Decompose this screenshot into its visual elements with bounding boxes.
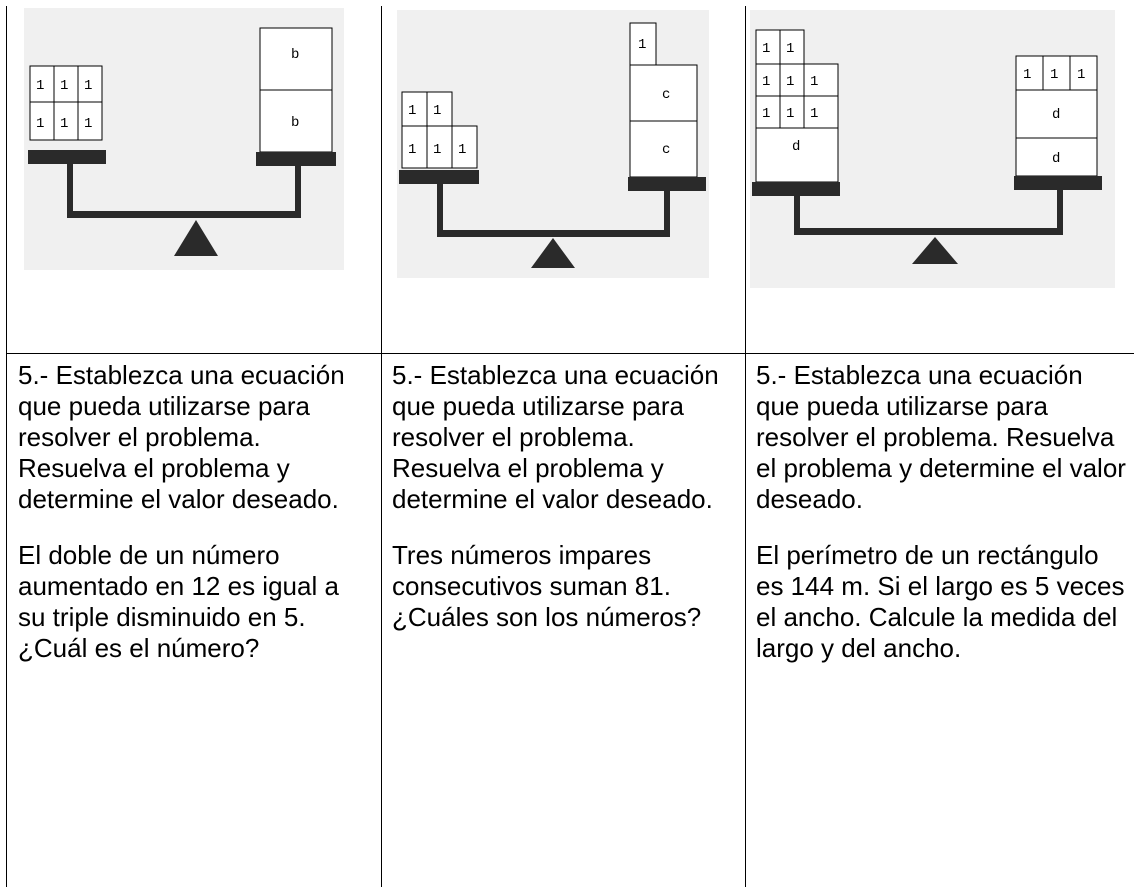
block-label: 1 (810, 74, 818, 90)
instruction-text: 5.- Establezca una ecuación que pueda ut… (392, 360, 719, 514)
right-blocks-1: b b (259, 27, 333, 153)
right-blocks-2: 1 c c (629, 22, 698, 178)
block-label: b (291, 115, 299, 131)
instruction-text: 5.- Establezca una ecuación que pueda ut… (18, 360, 345, 514)
block-label: 1 (84, 116, 92, 132)
table-divider-1 (381, 6, 382, 887)
block-label: 1 (408, 142, 416, 158)
block-label: 1 (810, 106, 818, 122)
block-label: 1 (1050, 67, 1058, 83)
block-label: 1 (786, 74, 794, 90)
block-label: 1 (762, 106, 770, 122)
left-blocks-1: 1 1 1 1 1 1 (29, 65, 103, 141)
block-label: 1 (433, 103, 441, 119)
balance-scale-figure-1: 1 1 1 1 1 1 b b (24, 8, 344, 270)
block-label: 1 (762, 41, 770, 57)
block-label: 1 (433, 142, 441, 158)
table-divider-2 (745, 6, 746, 887)
block-label: 1 (638, 37, 646, 53)
exercise-cell-2: 5.- Establezca una ecuación que pueda ut… (392, 360, 737, 658)
block-label: c (662, 142, 670, 158)
block-label: 1 (458, 142, 466, 158)
block-label: 1 (60, 116, 68, 132)
block-label: 1 (408, 103, 416, 119)
block-label: b (291, 47, 299, 63)
block-label: d (792, 139, 800, 155)
block-label: 1 (762, 74, 770, 90)
block-label: 1 (36, 116, 44, 132)
problem-text: El doble de un número aumentado en 12 es… (18, 540, 339, 663)
block-label: 1 (1077, 67, 1085, 83)
balance-scale-figure-2: 1 1 1 1 1 1 c c (397, 10, 709, 278)
left-blocks-3: 1 1 1 1 1 1 1 1 d (755, 29, 839, 183)
left-blocks-2: 1 1 1 1 1 (401, 91, 478, 169)
block-label: d (1052, 107, 1060, 123)
block-label: d (1052, 151, 1060, 167)
problem-text: Tres números impares consecutivos suman … (392, 540, 702, 632)
scale-beam-3 (752, 176, 1102, 264)
balance-scale-figure-3: 1 1 1 1 1 1 1 1 d 1 1 1 d d (750, 10, 1115, 288)
exercise-cell-1: 5.- Establezca una ecuación que pueda ut… (18, 360, 373, 689)
table-row-divider (6, 353, 1134, 354)
block-label: 1 (786, 106, 794, 122)
block-label: c (662, 87, 670, 103)
instruction-text: 5.- Establezca una ecuación que pueda ut… (756, 360, 1126, 514)
block-label: 1 (36, 78, 44, 94)
scale-beam-1 (28, 150, 336, 256)
exercise-cell-3: 5.- Establezca una ecuación que pueda ut… (756, 360, 1128, 689)
block-label: 1 (84, 78, 92, 94)
block-label: 1 (786, 41, 794, 57)
problem-text: El perímetro de un rectángulo es 144 m. … (756, 540, 1125, 663)
block-label: 1 (1023, 67, 1031, 83)
scale-beam-2 (399, 170, 706, 268)
right-blocks-3: 1 1 1 d d (1015, 55, 1098, 177)
block-label: 1 (60, 78, 68, 94)
table-border-left (6, 6, 7, 887)
